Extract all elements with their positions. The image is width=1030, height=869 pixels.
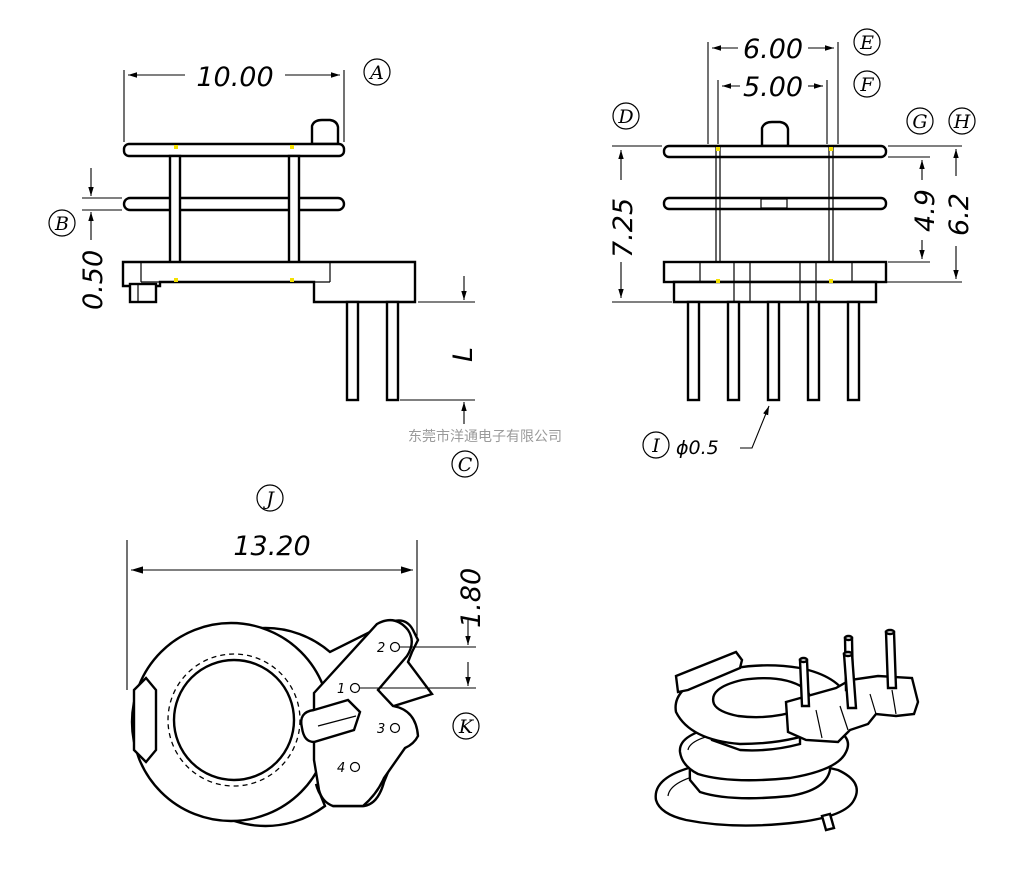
callout-k: K (452, 712, 480, 740)
svg-text:F: F (859, 74, 874, 96)
callout-h: H (948, 107, 976, 135)
callout-f: F (853, 70, 881, 98)
svg-text:D: D (617, 106, 633, 128)
pin-number-4: 4 (337, 761, 345, 776)
dim-width-top: 10.00 (196, 62, 273, 93)
side-view: 6.00 5.00 7.25 4.9 6.2 ϕ0.5 (608, 34, 975, 459)
callout-d: D (612, 102, 640, 130)
top-view: 2 1 3 4 13.20 1.80 (126, 531, 487, 828)
company-watermark: 东莞市洋通电子有限公司 (408, 428, 562, 445)
isometric-view (654, 628, 920, 832)
front-view: 10.00 0.50 L (78, 62, 479, 424)
svg-text:H: H (953, 111, 971, 133)
svg-text:K: K (458, 716, 475, 738)
callout-i: I (642, 431, 670, 459)
callout-c: C (451, 450, 479, 478)
dim-flange-gap: 0.50 (78, 250, 109, 310)
pin-number-3: 3 (377, 722, 385, 737)
pin-number-1: 1 (337, 682, 345, 697)
dim-pitch-inner: 5.00 (743, 72, 803, 103)
svg-text:A: A (368, 62, 384, 84)
svg-text:B: B (54, 213, 69, 235)
dim-overall-height: 7.25 (608, 198, 639, 258)
callouts: A B C D E F G H I J K (48, 28, 976, 740)
svg-text:I: I (651, 435, 660, 457)
svg-text:E: E (859, 32, 874, 54)
callout-g: G (906, 107, 934, 135)
callout-a: A (363, 58, 391, 86)
callout-e: E (853, 28, 881, 56)
callout-b: B (48, 209, 76, 237)
dim-pin-diameter: ϕ0.5 (676, 437, 719, 459)
dim-pitch-outer: 6.00 (743, 34, 803, 65)
dim-base-width: 13.20 (233, 531, 310, 562)
dim-inner-height: 4.9 (910, 189, 941, 232)
svg-text:C: C (458, 454, 473, 476)
svg-text:G: G (912, 111, 927, 133)
dim-pin-offset: 1.80 (456, 568, 487, 628)
dim-outer-height: 6.2 (944, 193, 975, 236)
pin-number-2: 2 (377, 641, 385, 656)
svg-text:J: J (262, 488, 275, 510)
callout-j: J (256, 484, 284, 512)
dim-pin-length: L (448, 347, 479, 362)
